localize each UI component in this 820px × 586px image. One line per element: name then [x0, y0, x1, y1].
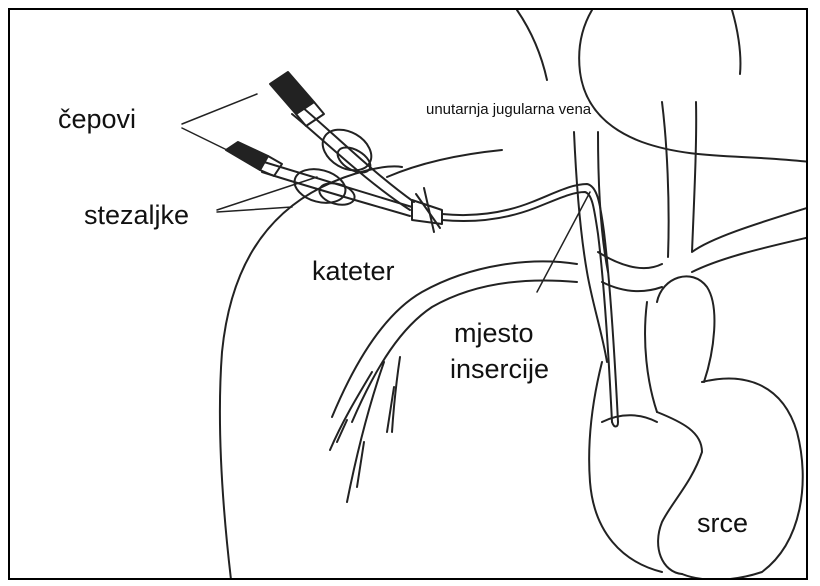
vein-label: unutarnja jugularna vena: [426, 102, 591, 117]
catheter-tube: [442, 184, 618, 427]
caps-label: čepovi: [58, 106, 136, 133]
heart-label: srce: [697, 510, 748, 537]
diagram-frame: čepovi stezaljke kateter unutarnja jugul…: [8, 8, 808, 580]
catheter-anatomy-illustration: [10, 10, 808, 580]
caps: [226, 72, 324, 176]
insertion-label-line1: mjesto: [454, 320, 534, 347]
insertion-label-line2: insercije: [450, 356, 549, 383]
heart-outline: [589, 276, 803, 579]
vessels: [574, 102, 808, 362]
catheter-label: kateter: [312, 258, 395, 285]
clamps-label: stezaljke: [84, 202, 189, 229]
